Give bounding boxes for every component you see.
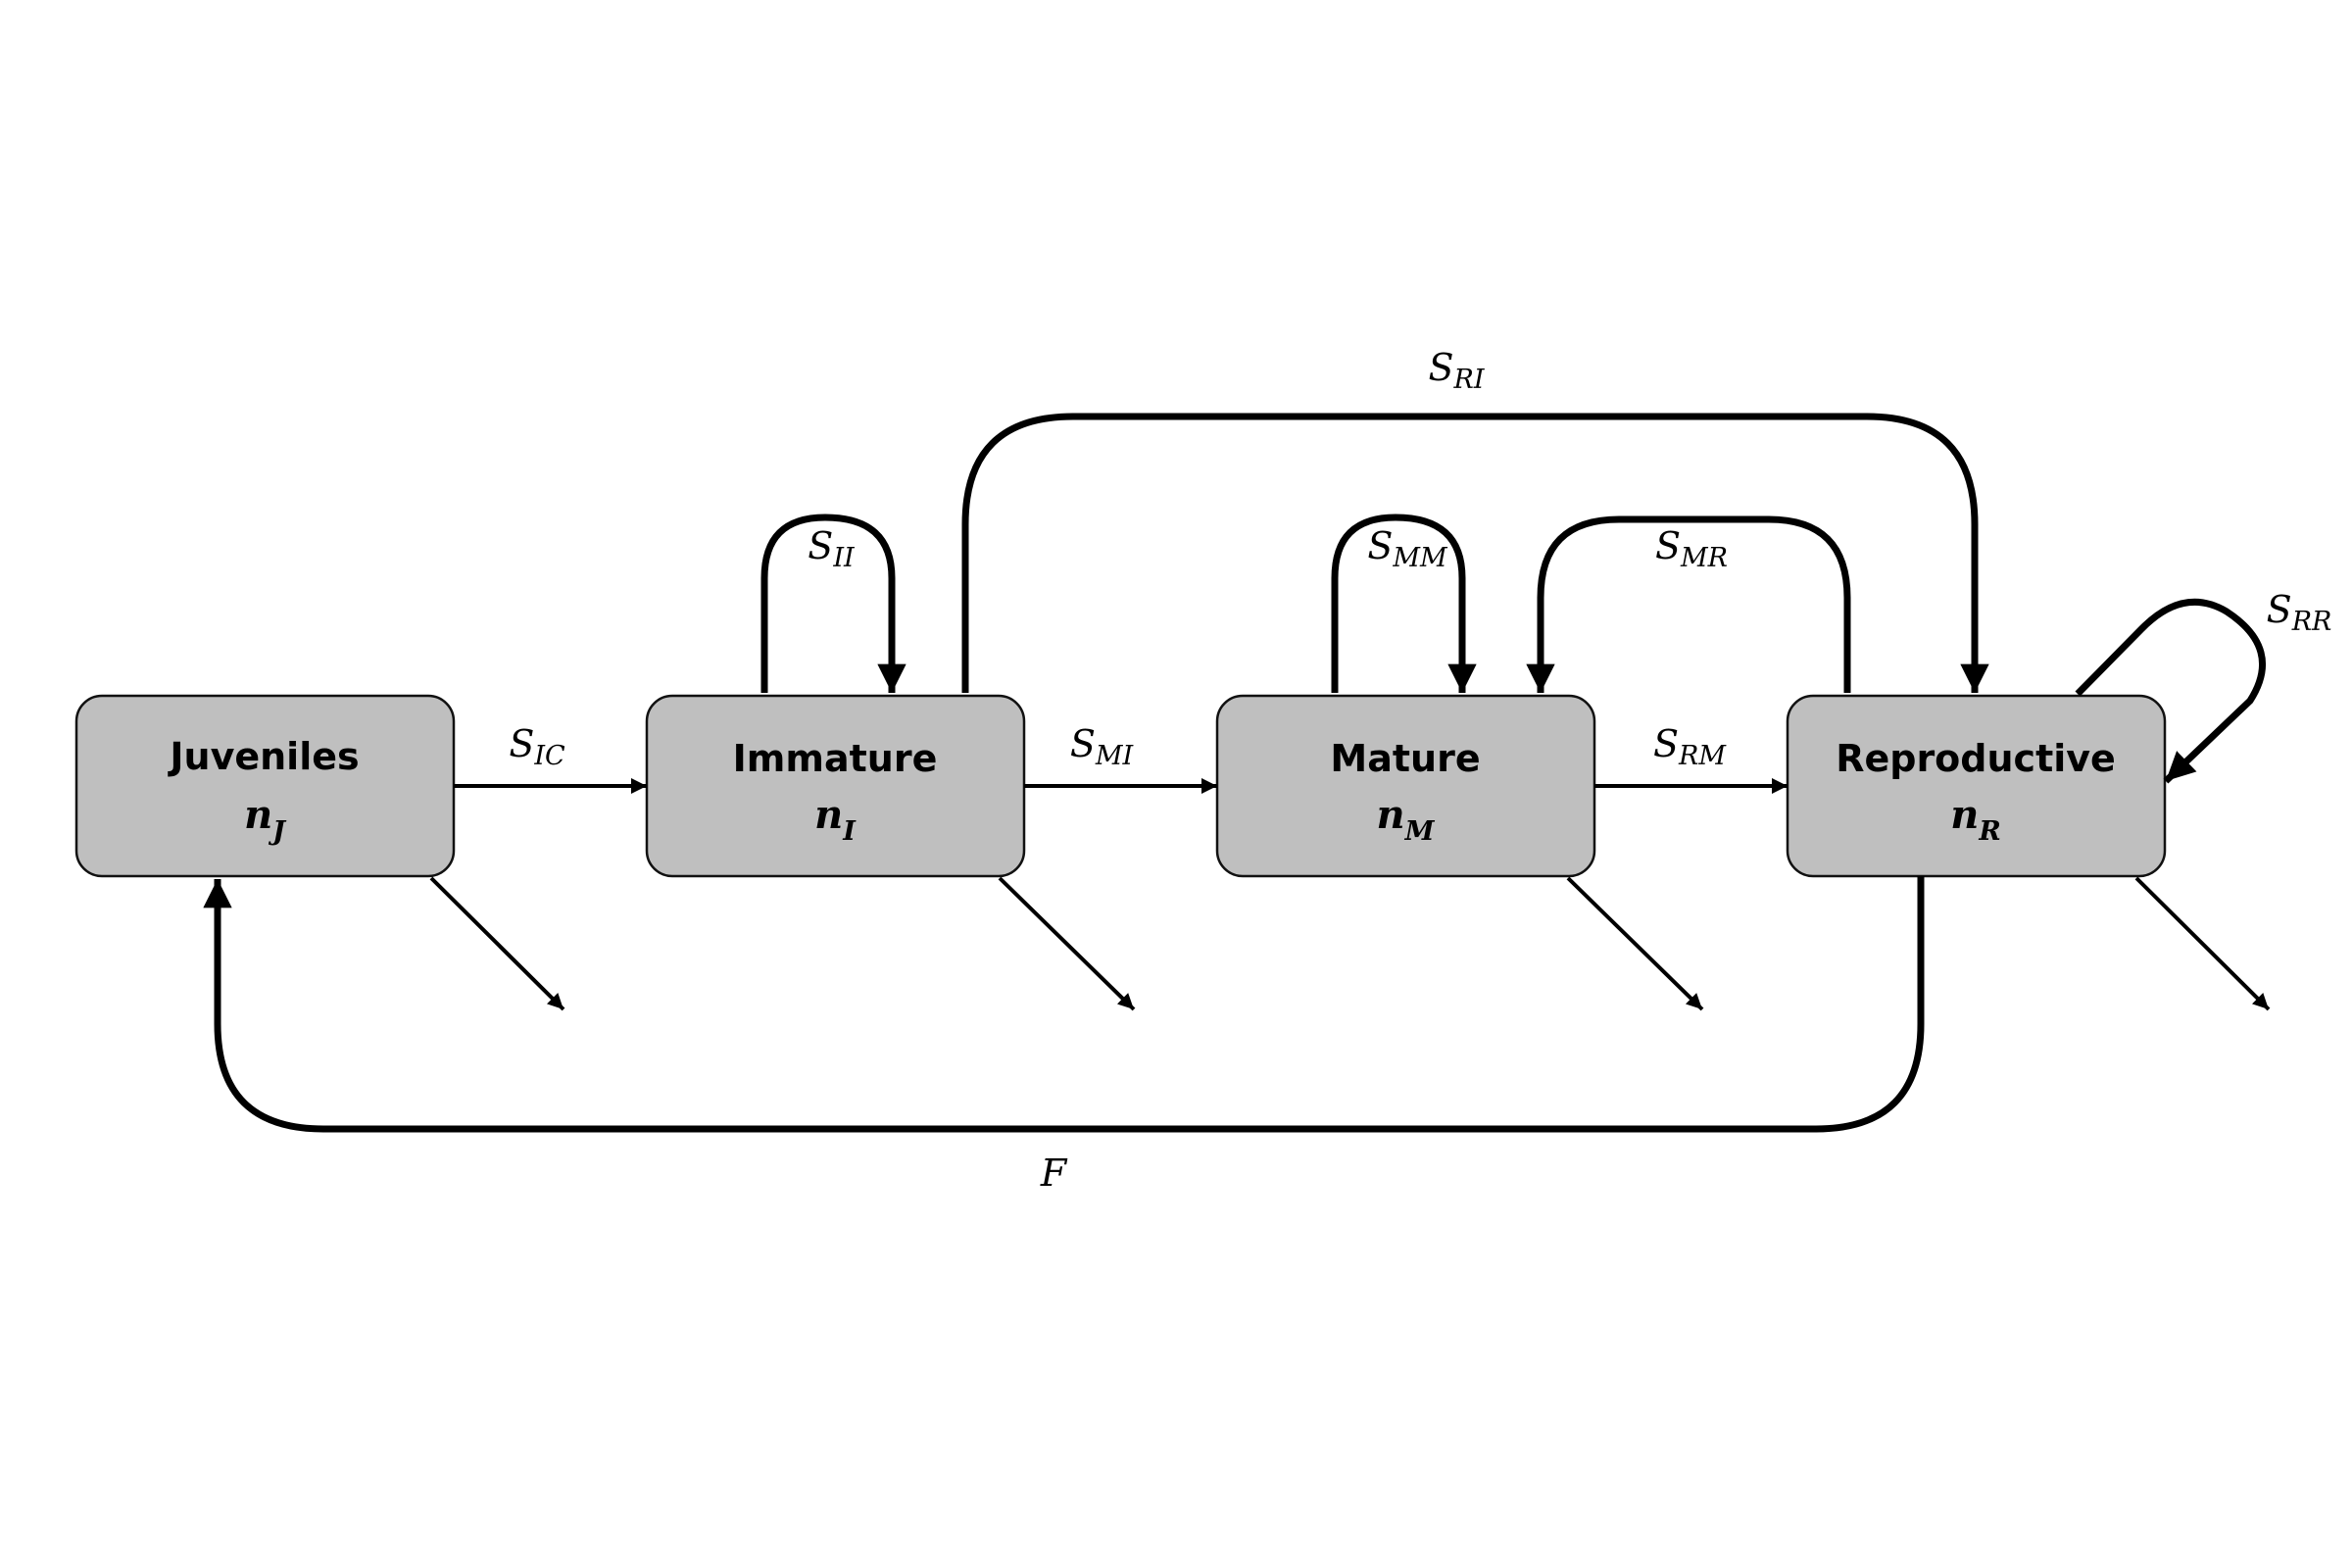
label-fecundity: F bbox=[1040, 1152, 1068, 1195]
label-s-ic: SIC bbox=[509, 722, 565, 771]
label-s-ii: SII bbox=[808, 524, 856, 573]
mortality-arrow-immature bbox=[998, 876, 1136, 1011]
stage-immature-variable: nI bbox=[814, 792, 857, 847]
stage-reproductive: Reproductive nR bbox=[1786, 694, 2167, 878]
stage-juveniles: Juveniles nJ bbox=[74, 694, 456, 878]
arrow-reproductive-to-mature bbox=[1526, 515, 1851, 693]
stage-reproductive-label: Reproductive bbox=[1836, 737, 2116, 780]
mortality-arrow-juveniles bbox=[429, 876, 565, 1011]
stage-juveniles-label: Juveniles bbox=[167, 735, 359, 778]
stage-reproductive-variable: nR bbox=[1950, 792, 2001, 847]
label-s-rm: SRM bbox=[1653, 722, 1727, 771]
loop-reproductive-stay bbox=[2075, 598, 2267, 784]
stage-immature: Immature nI bbox=[645, 694, 1026, 878]
stage-mature-variable: nM bbox=[1377, 792, 1436, 847]
label-s-mm: SMM bbox=[1367, 524, 1448, 573]
mortality-arrow-mature bbox=[1566, 876, 1704, 1011]
stage-mature-label: Mature bbox=[1330, 737, 1480, 780]
stage-immature-label: Immature bbox=[733, 737, 938, 780]
label-s-mi: SMI bbox=[1070, 722, 1135, 771]
label-s-ri: SRI bbox=[1428, 346, 1485, 395]
stage-mature: Mature nM bbox=[1215, 694, 1596, 878]
label-s-mr: SMR bbox=[1655, 524, 1728, 573]
loop-immature-stay bbox=[760, 514, 906, 693]
label-s-rr: SRR bbox=[2267, 588, 2332, 637]
stage-juveniles-variable: nJ bbox=[244, 792, 287, 847]
loop-mature-stay bbox=[1331, 514, 1477, 693]
arrow-fecundity bbox=[203, 876, 1925, 1133]
mortality-arrow-reproductive bbox=[2134, 876, 2271, 1011]
arrow-immature-to-reproductive bbox=[961, 413, 1989, 693]
